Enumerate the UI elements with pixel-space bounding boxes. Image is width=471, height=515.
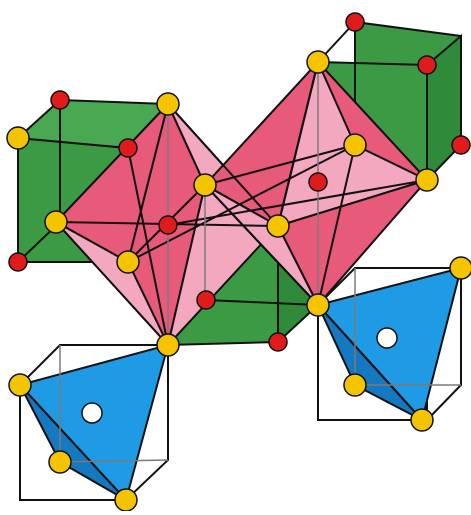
red-atom	[159, 216, 177, 234]
red-atom	[51, 91, 69, 109]
red-atom	[346, 13, 364, 31]
yellow-atom	[157, 334, 179, 356]
yellow-atom	[45, 211, 67, 233]
yellow-atom	[450, 257, 471, 279]
red-atom	[9, 253, 27, 271]
yellow-atom	[344, 374, 366, 396]
yellow-atom	[194, 174, 216, 196]
yellow-atom	[307, 51, 329, 73]
yellow-atom	[307, 294, 329, 316]
yellow-atom	[7, 127, 29, 149]
yellow-atom	[117, 251, 139, 273]
white-atom	[82, 403, 102, 423]
yellow-atom	[115, 489, 137, 511]
yellow-atom	[267, 215, 289, 237]
red-atom	[452, 136, 470, 154]
red-atom	[309, 173, 327, 191]
yellow-atom	[9, 374, 31, 396]
red-atom	[119, 139, 137, 157]
yellow-atom	[344, 134, 366, 156]
yellow-atom	[411, 409, 433, 431]
yellow-atom	[49, 451, 71, 473]
yellow-atom	[157, 93, 179, 115]
white-atom	[377, 328, 397, 348]
yellow-atom	[416, 169, 438, 191]
red-atom	[269, 333, 287, 351]
red-atom	[418, 56, 436, 74]
red-atom	[197, 291, 215, 309]
